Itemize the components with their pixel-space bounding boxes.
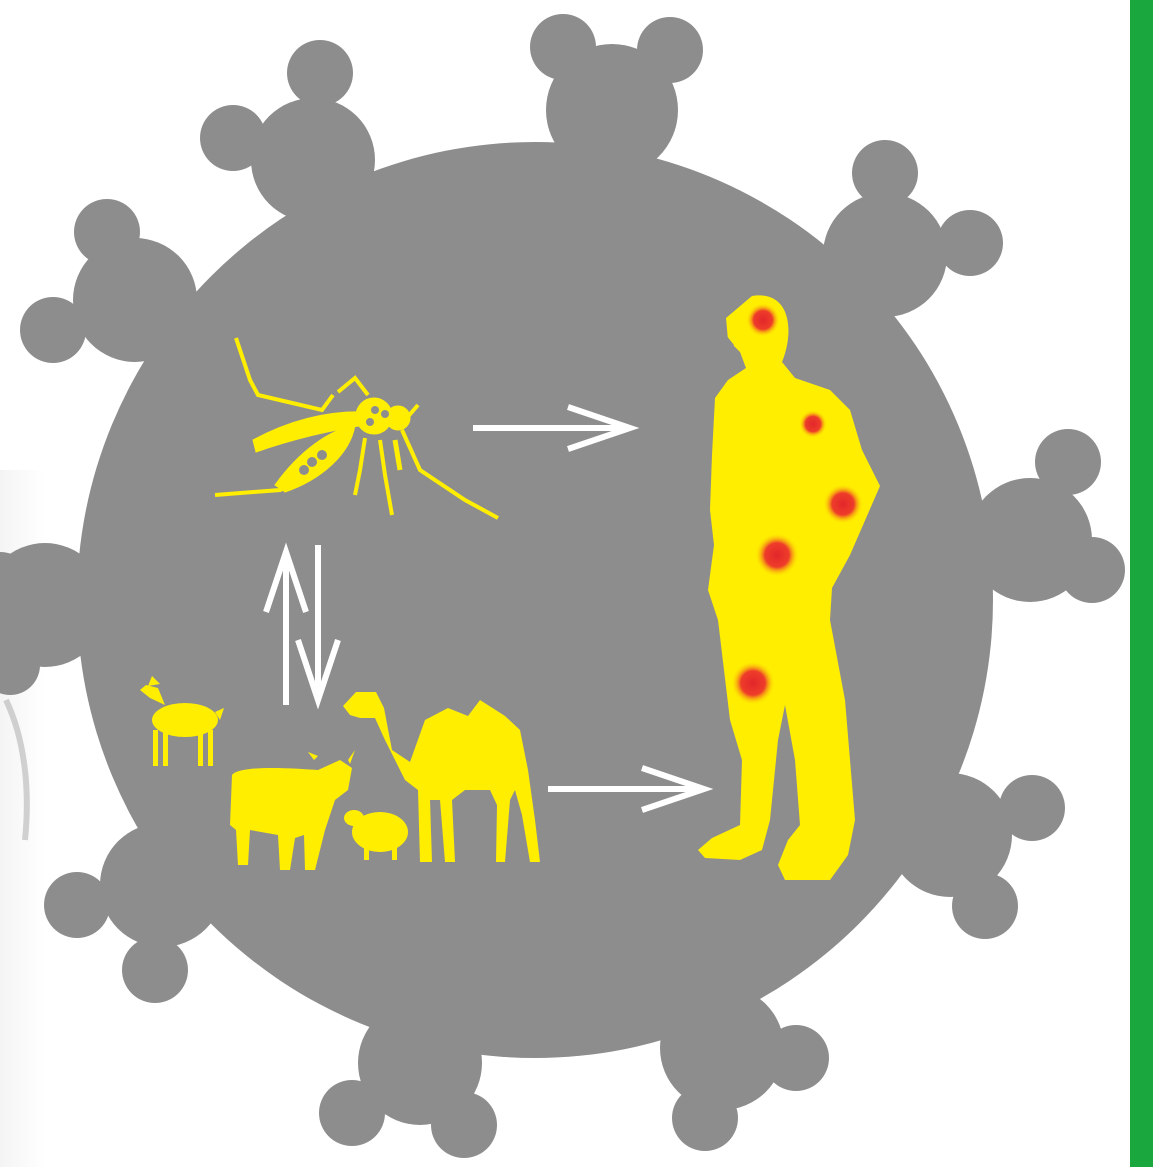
virus-spike [823,140,1003,317]
virus-particle [0,14,1125,1158]
virus-spike [200,40,375,222]
virus-spike [968,429,1125,603]
lesion-knee [731,661,775,705]
virus-spike [20,199,197,363]
green-accent-bar [1130,0,1153,1167]
decorative-swoosh [6,700,27,840]
lesion-hip [755,533,799,577]
lesion-arm [823,484,863,524]
virus-spike [44,823,224,1003]
lesion-shoulder [799,410,827,438]
virus-spike [660,986,829,1151]
lesion-head [746,303,780,337]
virus-spike [888,773,1065,939]
